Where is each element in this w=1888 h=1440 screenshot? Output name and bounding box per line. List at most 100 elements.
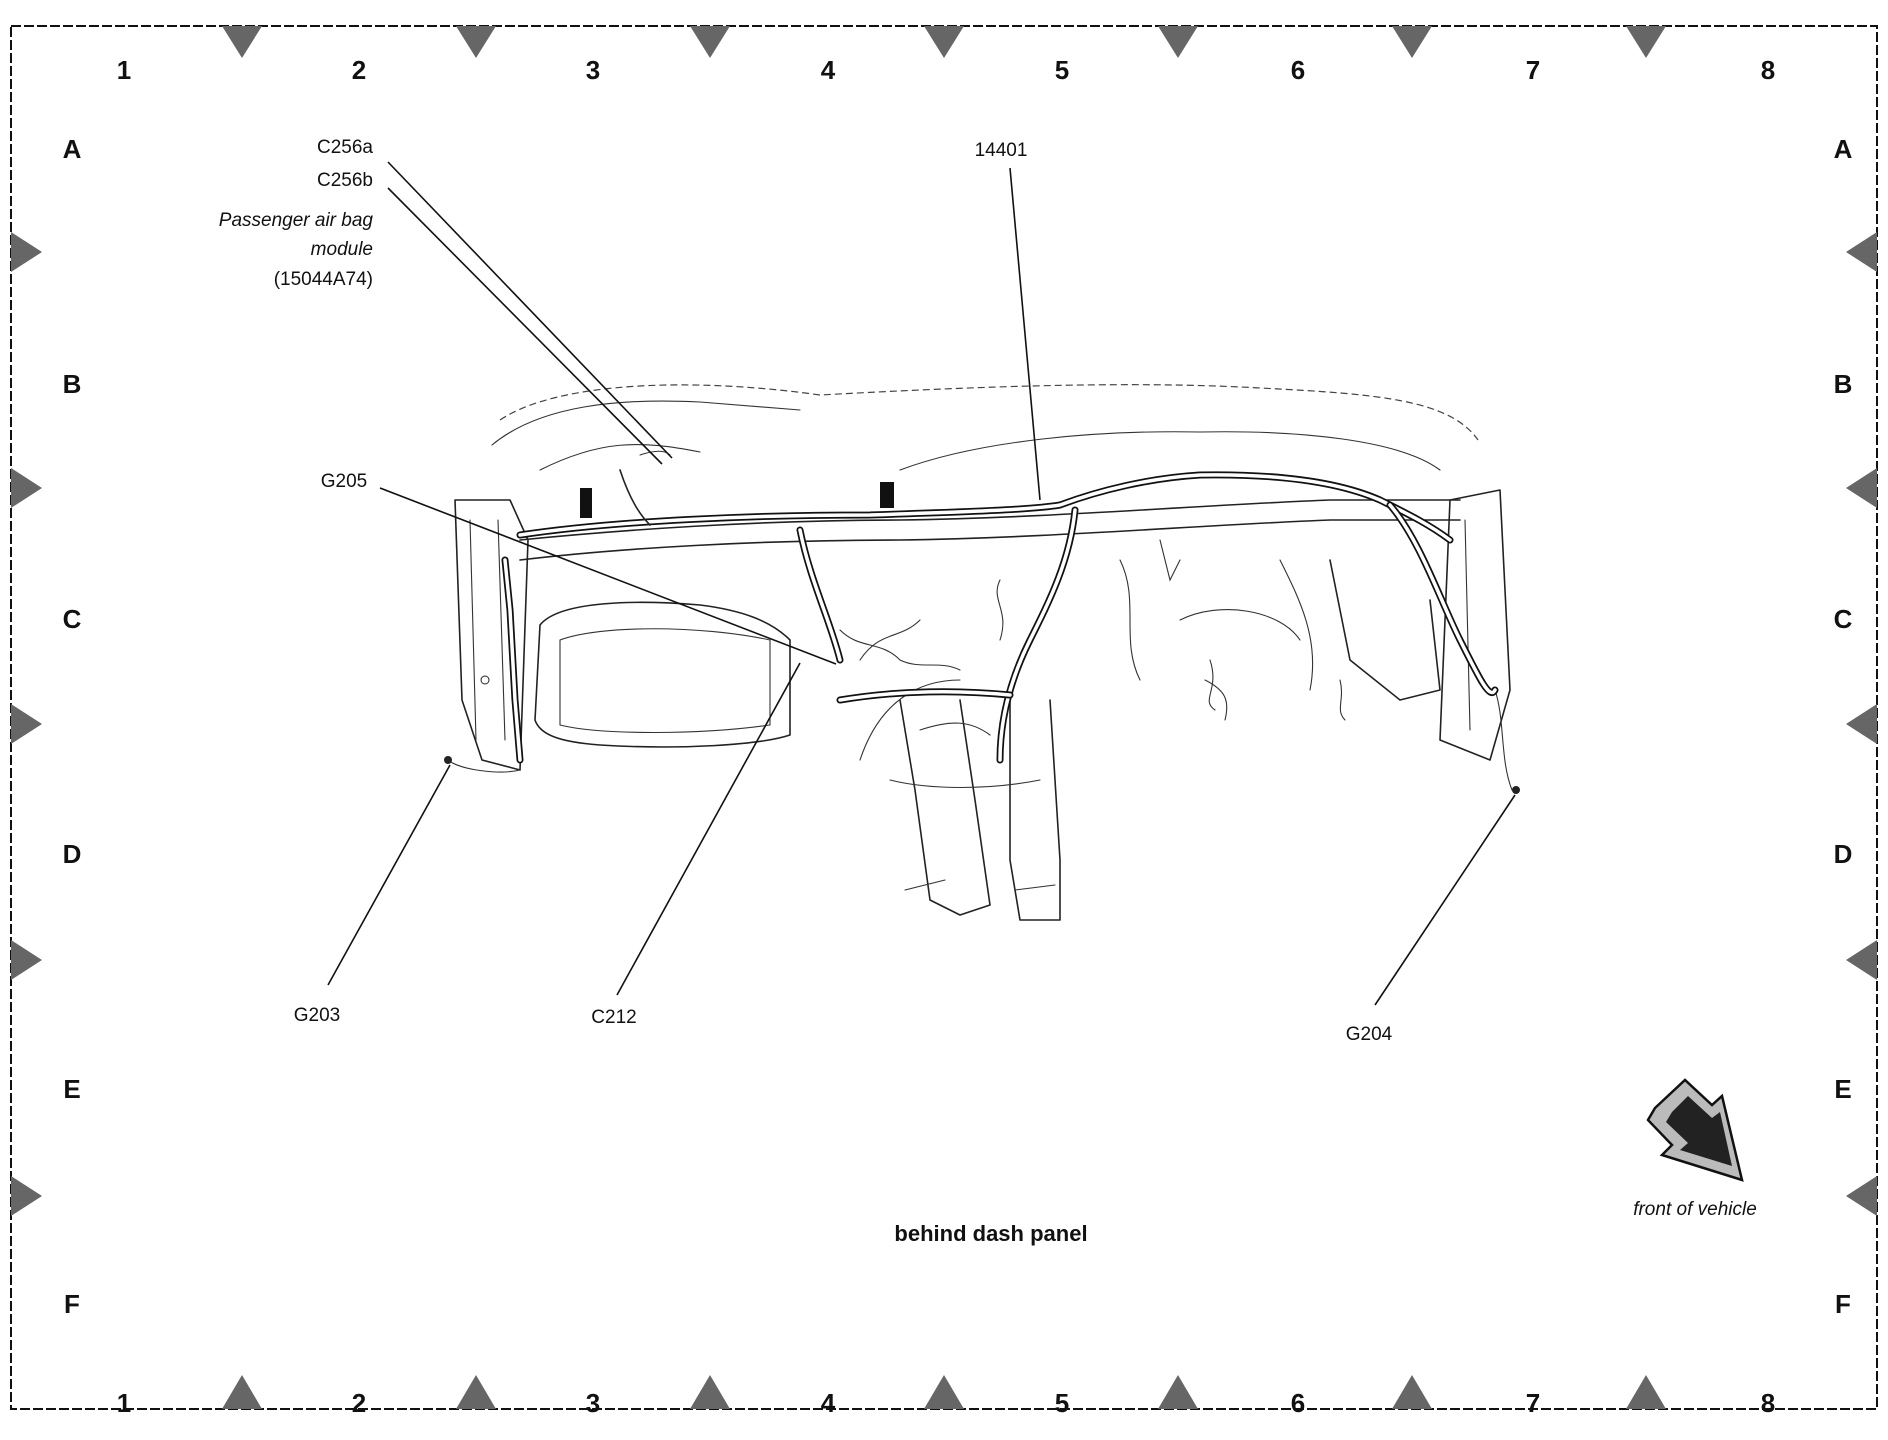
right-side-bracket xyxy=(1464,519,1471,731)
left-side-bracket xyxy=(469,519,477,741)
row-label: B xyxy=(1834,369,1853,399)
leader-14401 xyxy=(1009,167,1041,501)
glove-box-opening xyxy=(534,601,791,748)
column-divider-marker xyxy=(1392,1375,1432,1409)
row-divider-marker xyxy=(1846,940,1877,980)
support-foot xyxy=(904,879,1056,891)
row-label: C xyxy=(63,604,82,634)
callout-airbag-line2: module xyxy=(311,239,373,260)
callout-c256b: C256b xyxy=(317,170,373,191)
wiring-tangle xyxy=(996,579,1004,641)
column-divider-marker xyxy=(456,1375,496,1409)
row-label: F xyxy=(1835,1289,1851,1319)
main-harness-trunk xyxy=(516,471,1454,544)
row-labels-left: A B C D E F xyxy=(63,134,82,1319)
row-label: E xyxy=(1834,1074,1851,1104)
diagram-border xyxy=(10,25,1878,1410)
left-side-bracket xyxy=(497,519,506,741)
column-label: 6 xyxy=(1291,55,1305,85)
right-side-bracket xyxy=(1439,489,1511,761)
mounting-hole xyxy=(480,675,490,685)
column-label: 5 xyxy=(1055,1388,1069,1418)
column-label: 3 xyxy=(586,55,600,85)
callout-leaders xyxy=(327,161,1516,1006)
row-labels-right: A B C D E F xyxy=(1834,134,1853,1319)
leader-c212 xyxy=(616,662,801,996)
callout-g205: G205 xyxy=(321,471,367,492)
leader-g204 xyxy=(1374,794,1516,1006)
row-label: D xyxy=(1834,839,1853,869)
callout-g204: G204 xyxy=(1346,1024,1393,1045)
column-label: 2 xyxy=(352,1388,366,1418)
harness-branch-center xyxy=(996,506,1079,764)
cross-car-beam xyxy=(519,499,1461,541)
column-label: 4 xyxy=(821,1388,836,1418)
row-markers xyxy=(11,232,1877,1216)
connector-block xyxy=(580,488,592,518)
center-support-right xyxy=(1009,699,1061,921)
wiring-tangle xyxy=(919,722,991,736)
harness-branch-left xyxy=(503,558,522,762)
column-label: 8 xyxy=(1761,55,1775,85)
wiring-tangle xyxy=(859,619,921,661)
harness-branch-c212 xyxy=(798,528,842,662)
column-divider-marker xyxy=(1626,26,1666,58)
harness-branch-right xyxy=(1388,503,1497,695)
leader-c256b xyxy=(387,187,663,465)
column-label: 2 xyxy=(352,55,366,85)
column-label: 1 xyxy=(117,55,131,85)
glove-box-opening xyxy=(559,628,771,734)
leader-c256a xyxy=(387,161,673,459)
row-label: C xyxy=(1834,604,1853,634)
row-divider-marker xyxy=(11,940,42,980)
harness-branch-center xyxy=(998,508,1077,762)
row-divider-marker xyxy=(11,468,42,508)
row-label: D xyxy=(63,839,82,869)
callout-c256a: C256a xyxy=(317,137,373,158)
hvac-outline xyxy=(1179,609,1301,641)
dash-top-edge xyxy=(899,431,1441,471)
main-harness-trunk xyxy=(518,473,1452,542)
column-labels-bottom: 1 2 3 4 5 6 7 8 xyxy=(117,1388,1775,1418)
dash-top-outline xyxy=(499,384,1479,441)
cross-car-beam xyxy=(519,519,1461,561)
column-label: 6 xyxy=(1291,1388,1305,1418)
leader-g205 xyxy=(379,487,837,665)
column-markers xyxy=(222,26,1666,1409)
center-stack-outline xyxy=(859,679,961,761)
loose-connector-lead xyxy=(1208,659,1216,711)
leader-g203 xyxy=(327,764,451,986)
dash-top-edge xyxy=(491,400,801,446)
callout-c212: C212 xyxy=(591,1007,636,1028)
column-labels-top: 1 2 3 4 5 6 7 8 xyxy=(117,55,1775,85)
callout-14401: 14401 xyxy=(975,140,1028,161)
row-label: F xyxy=(64,1289,80,1319)
column-label: 7 xyxy=(1526,55,1540,85)
wiring-tangle xyxy=(1119,559,1141,681)
center-support-left xyxy=(899,699,991,916)
column-label: 1 xyxy=(117,1388,131,1418)
column-divider-marker xyxy=(222,1375,262,1409)
harness-branch-lower xyxy=(838,689,1012,702)
row-label: A xyxy=(63,134,82,164)
diagram-caption: behind dash panel xyxy=(894,1221,1087,1246)
callout-airbag-line1: Passenger air bag xyxy=(219,210,374,231)
column-divider-marker xyxy=(690,1375,730,1409)
column-divider-marker xyxy=(1626,1375,1666,1409)
column-divider-marker xyxy=(222,26,262,58)
column-label: 7 xyxy=(1526,1388,1540,1418)
row-label: B xyxy=(63,369,82,399)
callout-airbag-line3: (15044A74) xyxy=(274,269,373,290)
wiring-tangle xyxy=(1159,539,1181,582)
row-divider-marker xyxy=(11,704,42,744)
orientation-label: front of vehicle xyxy=(1633,1199,1757,1220)
column-divider-marker xyxy=(924,26,964,58)
row-divider-marker xyxy=(11,1176,42,1216)
row-divider-marker xyxy=(1846,232,1877,272)
instrument-panel-drawing xyxy=(444,384,1520,921)
g203-ground-lead xyxy=(447,759,521,773)
column-divider-marker xyxy=(924,1375,964,1409)
defrost-outline xyxy=(539,443,701,471)
